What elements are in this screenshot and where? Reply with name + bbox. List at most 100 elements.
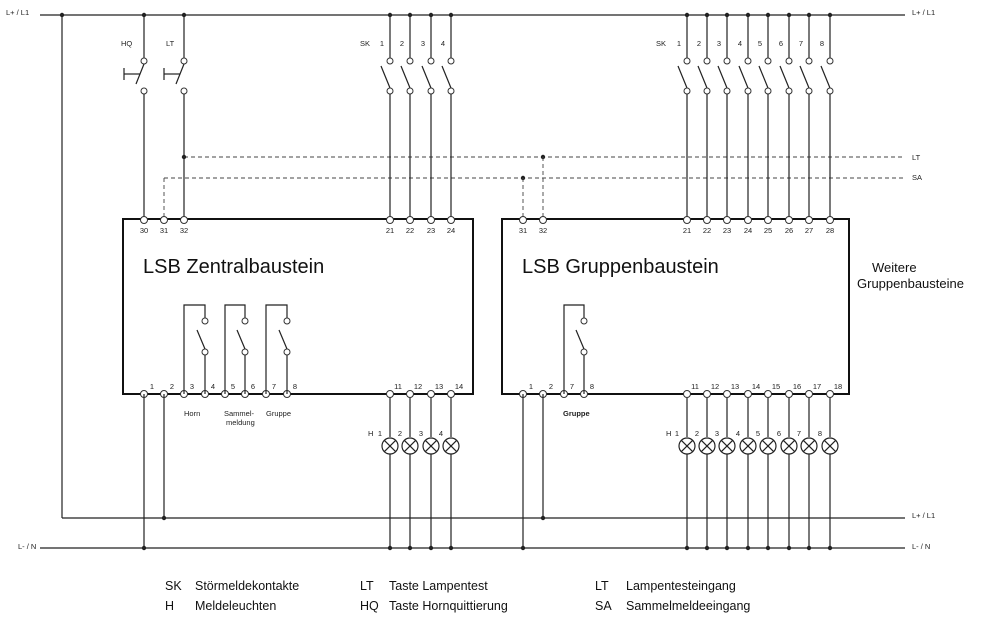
lamp-icon bbox=[698, 437, 716, 455]
weitere-line-2: Gruppenbausteine bbox=[857, 276, 964, 291]
lt-label: LT bbox=[166, 39, 175, 48]
lamp-icon bbox=[780, 437, 798, 455]
legend-key-lt: LT bbox=[360, 579, 374, 593]
terminal bbox=[805, 216, 813, 224]
terminal-number: 8 bbox=[590, 382, 594, 391]
terminal-number: 21 bbox=[683, 226, 691, 235]
terminal bbox=[386, 390, 394, 398]
terminal-number: 1 bbox=[529, 382, 533, 391]
terminal bbox=[386, 216, 394, 224]
terminal-number: 28 bbox=[826, 226, 834, 235]
legend-key-sk: SK bbox=[165, 579, 182, 593]
h-label-zentral: H bbox=[368, 429, 373, 438]
terminal-number: 5 bbox=[231, 382, 235, 391]
sk-number: 1 bbox=[677, 39, 681, 48]
terminal bbox=[703, 390, 711, 398]
sk-contact-terminal bbox=[764, 57, 772, 65]
lamp-number: 4 bbox=[736, 429, 740, 438]
terminal-number: 2 bbox=[170, 382, 174, 391]
lamp-number: 5 bbox=[756, 429, 760, 438]
lamp-icon bbox=[442, 437, 460, 455]
terminal bbox=[427, 216, 435, 224]
terminal-number: 4 bbox=[211, 382, 215, 391]
rail-label-bottom-left: L- / N bbox=[18, 542, 36, 551]
sk-contact-terminal bbox=[447, 57, 455, 65]
gruppen-title: LSB Gruppenbaustein bbox=[522, 256, 719, 278]
lamp-number: 3 bbox=[419, 429, 423, 438]
lamp-icon bbox=[821, 437, 839, 455]
lamp-icon bbox=[800, 437, 818, 455]
terminal-number: 12 bbox=[711, 382, 719, 391]
lamp-number: 2 bbox=[398, 429, 402, 438]
legend-key-hq: HQ bbox=[360, 599, 379, 613]
terminal-number: 21 bbox=[386, 226, 394, 235]
terminal-number: 17 bbox=[813, 382, 821, 391]
sk-number: 2 bbox=[400, 39, 404, 48]
zentral-box bbox=[122, 218, 474, 395]
lamp-icon bbox=[739, 437, 757, 455]
gruppe-label-zentral: Gruppe bbox=[266, 409, 291, 418]
terminal-number: 27 bbox=[805, 226, 813, 235]
terminal bbox=[805, 390, 813, 398]
terminal-number: 11 bbox=[394, 382, 402, 391]
terminal-number: 22 bbox=[406, 226, 414, 235]
hq-pushbutton bbox=[123, 12, 148, 218]
lamp-number: 8 bbox=[818, 429, 822, 438]
sk-number: 3 bbox=[421, 39, 425, 48]
lamp-icon bbox=[381, 437, 399, 455]
lamp-number: 3 bbox=[715, 429, 719, 438]
terminal bbox=[785, 216, 793, 224]
sk-contact-terminal bbox=[744, 57, 752, 65]
terminal-number: 26 bbox=[785, 226, 793, 235]
terminal-number: 2 bbox=[549, 382, 553, 391]
terminal-number: 18 bbox=[834, 382, 842, 391]
lamp-icon bbox=[678, 437, 696, 455]
terminal-number: 31 bbox=[160, 226, 168, 235]
terminal-number: 22 bbox=[703, 226, 711, 235]
sk-contact-terminal bbox=[386, 57, 394, 65]
terminal bbox=[785, 390, 793, 398]
legend-text-lt: Taste Lampentest bbox=[389, 579, 488, 593]
sammel-label-2: meldung bbox=[226, 418, 255, 427]
sk-number: 7 bbox=[799, 39, 803, 48]
terminal-number: 32 bbox=[539, 226, 547, 235]
terminal bbox=[140, 216, 148, 224]
sk-contact-terminal bbox=[826, 57, 834, 65]
terminal-number: 30 bbox=[140, 226, 148, 235]
sk-contact-terminal bbox=[723, 57, 731, 65]
lamp-number: 1 bbox=[675, 429, 679, 438]
terminal bbox=[160, 216, 168, 224]
rail-label-top-left: L+ / L1 bbox=[6, 8, 29, 17]
lamp-icon bbox=[759, 437, 777, 455]
legend-text-h: Meldeleuchten bbox=[195, 599, 276, 613]
sk-number: 2 bbox=[697, 39, 701, 48]
terminal-number: 8 bbox=[293, 382, 297, 391]
terminal-number: 23 bbox=[427, 226, 435, 235]
sk-number: 5 bbox=[758, 39, 762, 48]
h-label-gruppen: H bbox=[666, 429, 671, 438]
zentral-relay-contacts bbox=[183, 304, 291, 394]
terminal bbox=[683, 216, 691, 224]
sk-number: 3 bbox=[717, 39, 721, 48]
rails bbox=[40, 12, 905, 549]
legend-key-lt-input: LT bbox=[595, 579, 609, 593]
terminal-number: 11 bbox=[691, 382, 699, 391]
lt-pushbutton bbox=[163, 12, 188, 218]
weitere-line-1: Weitere bbox=[872, 260, 917, 275]
terminal-number: 14 bbox=[752, 382, 760, 391]
terminal-number: 15 bbox=[772, 382, 780, 391]
sk-number: 8 bbox=[820, 39, 824, 48]
terminal bbox=[764, 216, 772, 224]
sk-number: 4 bbox=[738, 39, 742, 48]
terminal-number: 13 bbox=[731, 382, 739, 391]
terminal-number: 32 bbox=[180, 226, 188, 235]
terminal-number: 3 bbox=[190, 382, 194, 391]
terminal bbox=[723, 390, 731, 398]
sa-bus-label: SA bbox=[912, 173, 922, 182]
lamp-number: 6 bbox=[777, 429, 781, 438]
rail-label-bottom-right: L- / N bbox=[912, 542, 930, 551]
